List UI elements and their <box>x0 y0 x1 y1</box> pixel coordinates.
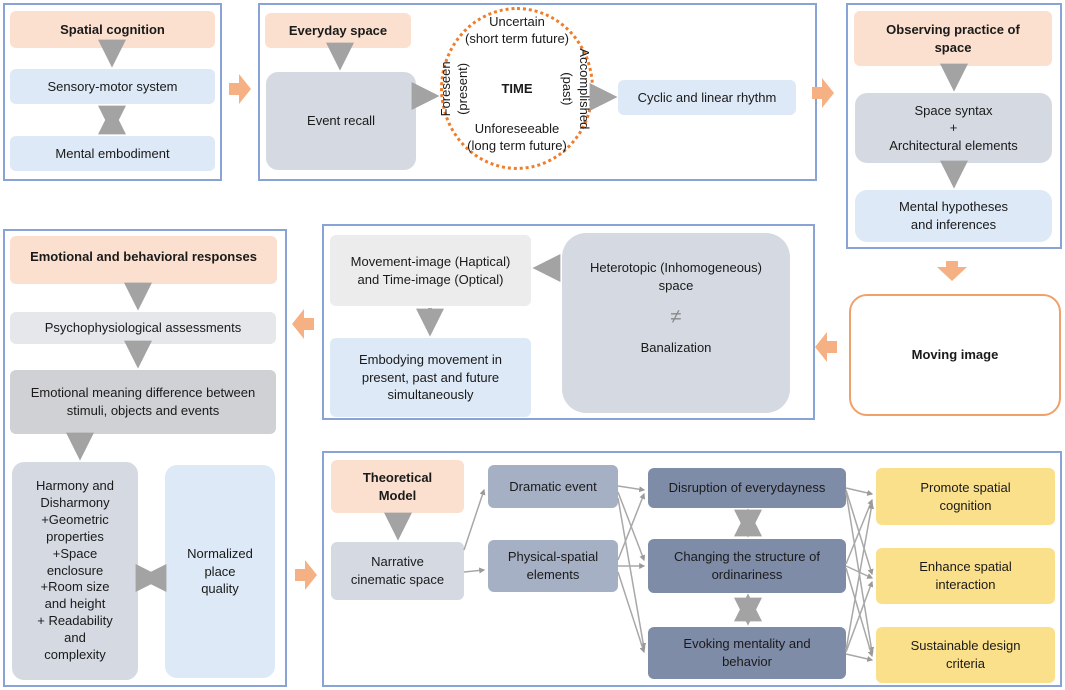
space-syntax-box: Space syntax+Architectural elements <box>855 93 1052 163</box>
time-top-label: Uncertain(short term future) <box>464 14 570 46</box>
time-bottom-label: Unforeseeable(long term future) <box>467 121 567 153</box>
mental-embodiment-box: Mental embodiment <box>10 136 215 171</box>
orange-arrow-right-3 <box>295 560 317 590</box>
orange-arrow-left-1 <box>815 332 837 362</box>
disruption-box: Disruption of everydayness <box>648 468 846 508</box>
orange-arrow-down <box>937 261 967 281</box>
emotional-responses-title: Emotional and behavioral responses <box>10 236 277 284</box>
spatial-cognition-title: Spatial cognition <box>10 11 215 48</box>
orange-arrow-right-1 <box>229 74 251 104</box>
movement-image-box: Movement-image (Haptical)and Time-image … <box>330 235 531 306</box>
heterotopic-space-box: Heterotopic (Inhomogeneous)space ≠ Banal… <box>562 233 790 413</box>
moving-image-box: Moving image <box>849 294 1061 416</box>
not-equal-icon: ≠ <box>670 306 682 329</box>
time-left-label: Foreseen(present) <box>438 61 470 117</box>
time-center-label: TIME <box>501 81 533 96</box>
sensory-motor-box: Sensory-motor system <box>10 69 215 104</box>
dramatic-event-box: Dramatic event <box>488 465 618 508</box>
time-right-label: Accomplished(past) <box>560 48 592 130</box>
orange-arrow-left-2 <box>292 309 314 339</box>
event-recall-box: Event recall <box>266 72 416 170</box>
cyclic-rhythm-box: Cyclic and linear rhythm <box>618 80 796 115</box>
everyday-space-title: Everyday space <box>265 13 411 48</box>
psychophysiological-box: Psychophysiological assessments <box>10 312 276 344</box>
